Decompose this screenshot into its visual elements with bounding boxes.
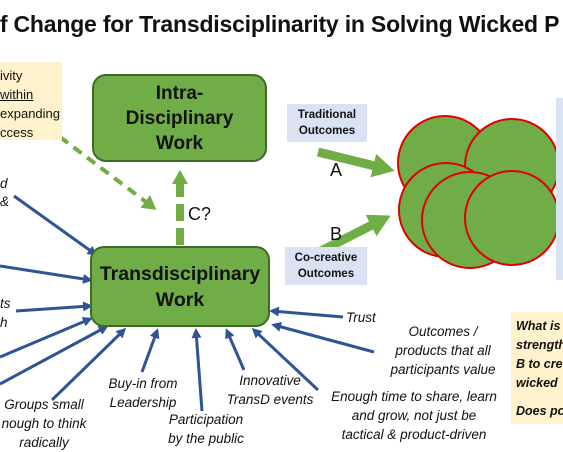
intra-line-1: Intra- <box>155 82 204 104</box>
factor-arrow-10 <box>251 327 320 392</box>
factor-time: Enough time to share, learn and grow, no… <box>318 387 510 444</box>
factor-arrow-6 <box>50 327 127 402</box>
factor-arrow-3 <box>15 301 93 313</box>
factor-arrows <box>0 194 375 412</box>
factor-buyin-line-2: Leadership <box>109 395 177 410</box>
path-label-c: C? <box>188 204 212 224</box>
factor-innovative: Innovative TransD events <box>226 371 314 409</box>
bottom-right-note-line-5: Does po <box>516 404 563 418</box>
factor-partial-2: & <box>0 194 10 209</box>
factor-outcomes-line-1: Outcomes / <box>408 324 478 339</box>
factor-arrow-8 <box>191 328 204 412</box>
intra-line-3: Work <box>155 132 204 154</box>
factor-groups-line-1: Groups small <box>4 397 84 412</box>
factor-participation-line-2: by the public <box>168 431 244 446</box>
arrow-a <box>316 147 395 178</box>
intra-disciplinary-box: Intra- Disciplinary Work <box>92 74 267 162</box>
traditional-line-1: Traditional <box>297 109 357 121</box>
top-left-note-line-2: within <box>0 87 34 102</box>
factor-groups-line-3: radically <box>19 435 69 450</box>
cocreative-line-2: Outcomes <box>297 268 355 280</box>
factor-buyin: Buy-in from Leadership <box>103 374 183 412</box>
circle-5 <box>464 170 560 266</box>
cocreative-outcomes-label: Co-creative Outcomes <box>285 247 367 285</box>
top-left-note-line-4: ccess <box>0 125 34 140</box>
factor-buyin-line-1: Buy-in from <box>108 376 178 391</box>
factor-groups: Groups small nough to think radically <box>0 395 94 452</box>
factor-partial-3: ts <box>0 296 11 311</box>
top-left-note-line-3: expanding <box>0 106 60 121</box>
factor-time-line-3: tactical & product-driven <box>341 427 487 442</box>
factor-arrow-5 <box>0 325 109 386</box>
top-left-note: ivity within expanding ccess <box>0 62 62 140</box>
factor-arrow-12 <box>269 306 344 319</box>
transd-line-1: Transdisciplinary <box>99 262 261 285</box>
transd-line-2: Work <box>155 288 205 311</box>
factor-arrow-9 <box>225 328 246 371</box>
factor-participation-line-1: Participation <box>168 412 244 427</box>
bottom-right-note-line-2: strength <box>516 338 563 352</box>
factor-time-line-1: Enough time to share, learn <box>331 389 497 404</box>
path-label-a: A <box>330 160 343 180</box>
factor-arrow-2 <box>0 264 93 284</box>
cocreative-line-1: Co-creative <box>294 252 358 264</box>
wicked-problem-circles <box>397 115 560 269</box>
factor-outcomes-line-2: products that all <box>395 343 491 358</box>
bottom-right-note: What is strength B to cre wicked Does po <box>511 312 563 424</box>
page-title: of Change for Transdisciplinarity in Sol… <box>0 11 560 37</box>
factor-partial-4: h <box>0 315 8 330</box>
factor-time-line-2: and grow, not just be <box>351 408 477 423</box>
factor-trust: Trust <box>346 310 376 325</box>
arrow-note-dashed <box>58 135 157 210</box>
traditional-line-2: Outcomes <box>298 125 356 137</box>
factor-arrow-11 <box>271 321 375 354</box>
factor-arrow-1 <box>13 194 98 256</box>
factor-arrow-7 <box>140 328 160 373</box>
right-panel <box>556 98 563 280</box>
factor-innovative-line-2: TransD events <box>226 392 314 407</box>
path-label-b: B <box>330 224 343 244</box>
factor-groups-line-2: nough to think <box>1 416 87 431</box>
transdisciplinary-box: Transdisciplinary Work <box>90 246 270 327</box>
factor-innovative-line-1: Innovative <box>239 373 301 388</box>
factor-outcomes: Outcomes / products that all participant… <box>376 322 510 379</box>
bottom-right-note-line-4: wicked <box>516 376 558 390</box>
factor-participation: Participation by the public <box>160 410 252 448</box>
factor-outcomes-line-3: participants value <box>390 362 496 377</box>
intra-line-2: Disciplinary <box>125 107 234 129</box>
traditional-outcomes-label: Traditional Outcomes <box>287 104 367 142</box>
factor-arrow-4 <box>0 317 93 359</box>
bottom-right-note-line-3: B to cre <box>516 357 563 371</box>
factor-partial-1: d <box>0 176 8 191</box>
bottom-right-note-line-1: What is <box>516 319 561 333</box>
top-left-note-line-1: ivity <box>0 68 23 83</box>
